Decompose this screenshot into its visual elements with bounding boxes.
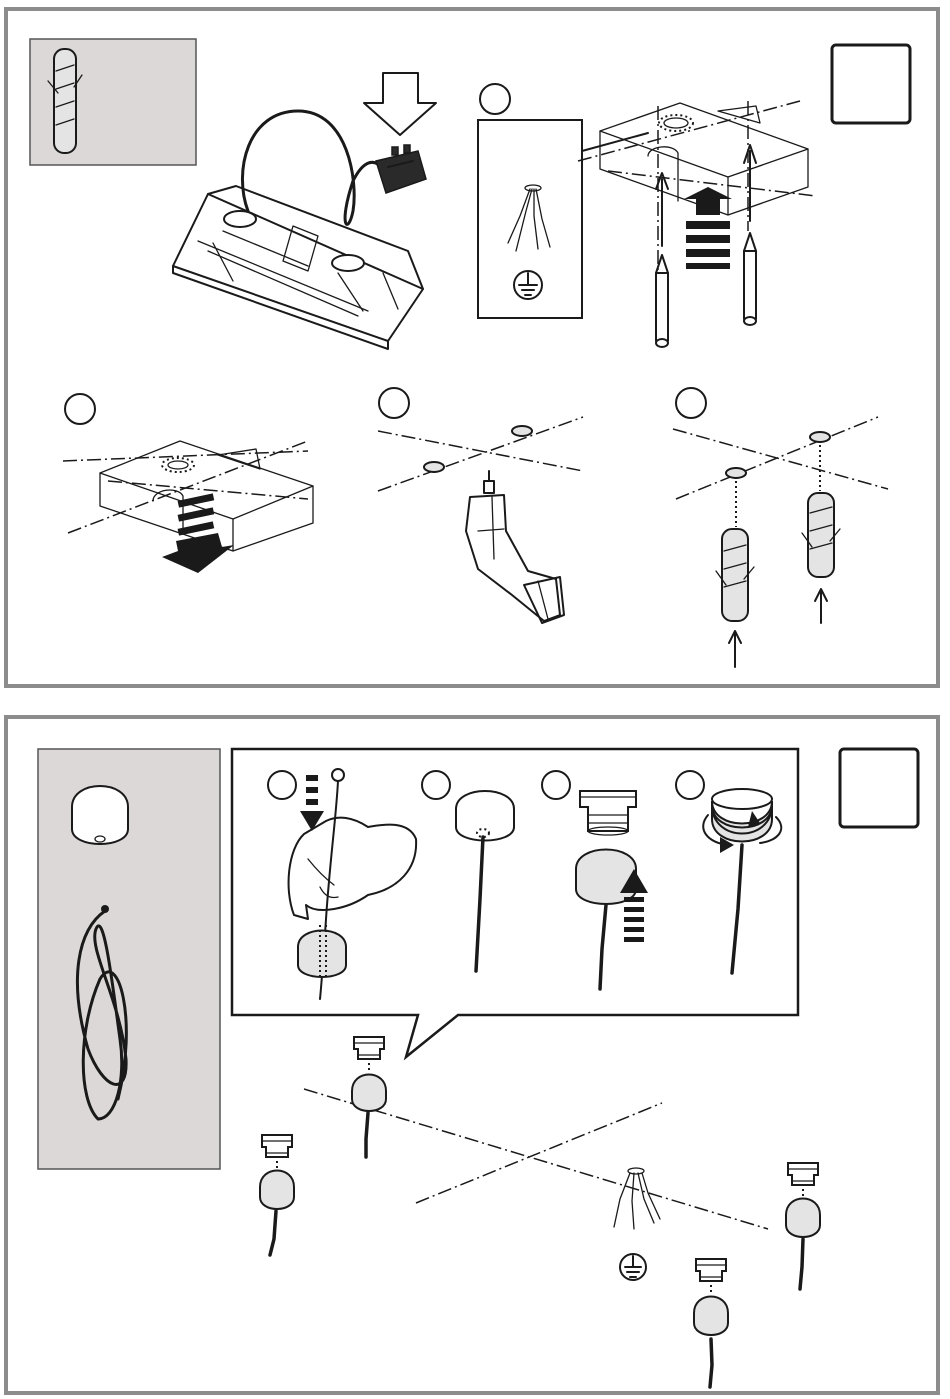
cap-assembly xyxy=(260,1135,294,1255)
wall-plug-icon xyxy=(802,493,840,577)
up-arrow-striped xyxy=(684,187,732,269)
step-number-box xyxy=(832,45,910,123)
step-circle xyxy=(542,771,570,799)
down-arrow-icon xyxy=(364,73,436,135)
wall-plug-icon xyxy=(716,529,754,621)
wire-detail-box xyxy=(478,120,648,318)
step-circle xyxy=(676,388,706,418)
accessory-box xyxy=(30,39,196,165)
down-arrow-striped xyxy=(162,493,234,573)
ceiling-cap-icon xyxy=(456,791,514,841)
pencil-icon xyxy=(656,255,668,347)
drill-icon xyxy=(466,471,564,623)
step-circle xyxy=(379,388,409,418)
ceiling-cap-icon xyxy=(576,850,636,905)
plug-box-icon xyxy=(376,145,426,193)
step-circle xyxy=(65,394,95,424)
ceiling-wires-icon xyxy=(614,1168,660,1229)
cap-assembly xyxy=(786,1163,820,1289)
wall-plug-icon xyxy=(48,49,82,153)
threaded-ring-icon xyxy=(580,791,636,835)
cap-assembly xyxy=(352,1037,386,1157)
ceiling-mount-panel xyxy=(4,7,940,688)
ceiling-template-block xyxy=(578,101,816,271)
step-circle xyxy=(480,84,510,114)
ceiling-mount-illustration xyxy=(8,11,944,692)
accessory-box xyxy=(38,749,220,1169)
step-circle xyxy=(422,771,450,799)
step-number-box xyxy=(840,749,918,827)
step-circle xyxy=(268,771,296,799)
cable-fitting-panel xyxy=(4,715,940,1395)
pencil-icon xyxy=(744,233,756,325)
cooker-hood-unit xyxy=(173,111,426,349)
cap-assembly xyxy=(694,1259,728,1387)
ground-symbol-icon xyxy=(620,1254,646,1280)
ceiling-template-block xyxy=(63,441,313,551)
ceiling-cap-icon xyxy=(72,786,128,844)
cable-fitting-illustration xyxy=(8,719,944,1399)
step-circle xyxy=(676,771,704,799)
ground-symbol-icon xyxy=(514,271,542,299)
